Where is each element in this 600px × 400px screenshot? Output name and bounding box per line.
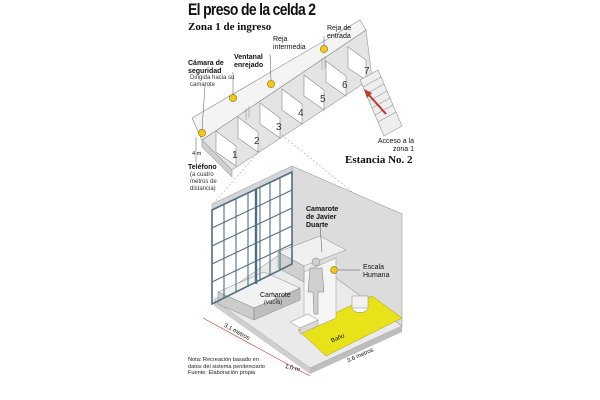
cell-number-1: 1 — [232, 150, 238, 161]
camera-label: Cámara de seguridad — [188, 60, 224, 75]
camera-marker — [198, 129, 206, 137]
access-stairs — [359, 69, 403, 137]
note-line-2: Fuente: Elaboración propia — [188, 370, 256, 377]
section-title: Estancia No. 2 — [345, 154, 413, 166]
entry-gate-marker — [320, 45, 328, 53]
window-marker — [229, 94, 237, 102]
phone-desc: (a cuatro metros de distancia) — [190, 172, 217, 192]
cell-number-7: 7 — [364, 66, 370, 77]
page-title: El preso de la celda 2 — [188, 0, 316, 19]
duarte-bunk-label: Camarote de Javier Duarte — [306, 206, 339, 229]
access-arrow — [364, 89, 387, 115]
phone-label: Teléfono — [188, 164, 217, 171]
note-line-1: Nota: Recreación basado en datos del sis… — [188, 357, 265, 370]
middle-gate-marker — [267, 80, 275, 88]
entry-gate-label: Reja de entrada — [327, 25, 352, 40]
human-scale-figure — [307, 257, 325, 315]
cell-number-5: 5 — [320, 94, 326, 105]
access-label: Acceso a la zona 1 — [377, 138, 414, 153]
empty-bunk-desc: (vacío) — [264, 300, 283, 306]
cell-number-4: 4 — [298, 108, 304, 119]
cell-stancia-2 — [202, 165, 403, 377]
camera-desc: Dirigida hacia su camarote — [190, 75, 235, 88]
zone-subtitle: Zona 1 de ingreso — [188, 21, 272, 33]
cell-number-3: 3 — [276, 122, 282, 133]
cell-number-6: 6 — [342, 80, 348, 91]
window-label: Ventanal enrejado — [234, 54, 264, 69]
phone-distance: 4 m — [192, 151, 202, 157]
human-scale-label: Escala Humana — [363, 264, 390, 279]
corridor-markers — [198, 45, 328, 137]
empty-bunk-label: Camarote — [260, 292, 291, 299]
cell-bars — [211, 170, 293, 306]
middle-gate-label: Reja intermedia — [273, 36, 306, 51]
source-note: Nota: Recreación basado en datos del sis… — [188, 357, 268, 377]
cell-number-2: 2 — [254, 136, 260, 147]
